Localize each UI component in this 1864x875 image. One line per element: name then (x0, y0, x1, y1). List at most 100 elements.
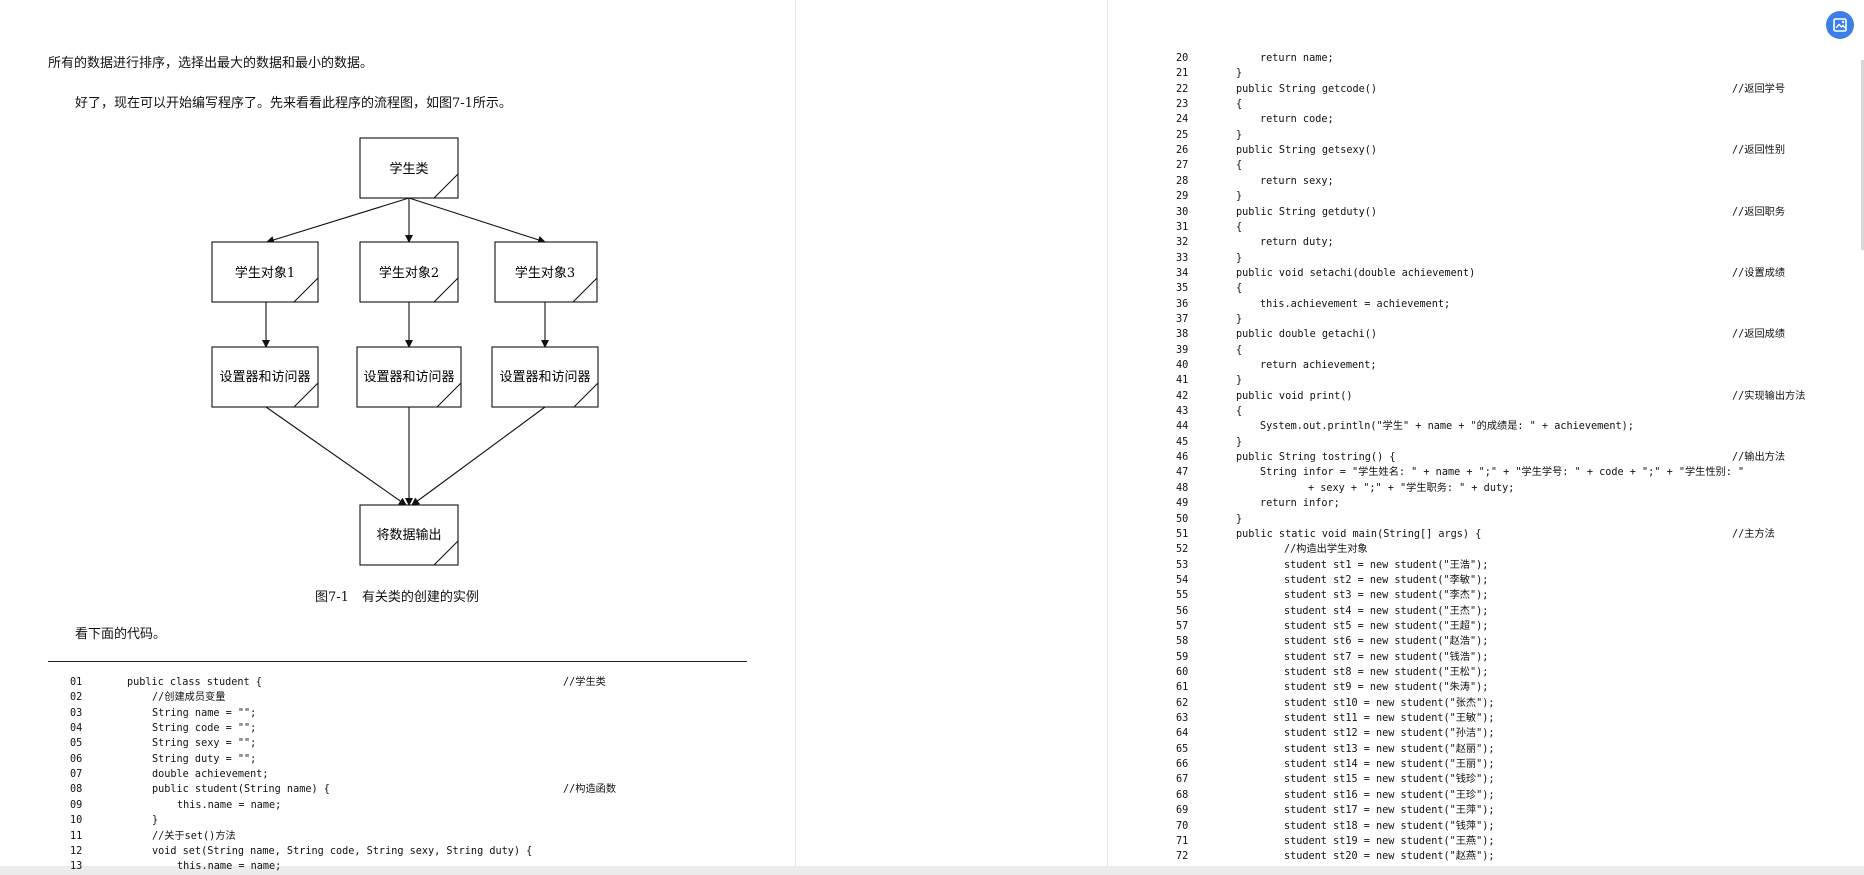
code-line: public String getsexy() (1236, 145, 1378, 157)
line-number: 10 (70, 815, 83, 827)
code-line: public student(String name) { (152, 784, 330, 796)
figure-caption: 图7-1 有关类的创建的实例 (315, 590, 479, 605)
box-label: 学生对象3 (515, 265, 575, 281)
line-number: 51 (1176, 528, 1189, 540)
code-line: student st11 = new student("王敏"); (1284, 713, 1495, 725)
line-number: 62 (1176, 697, 1189, 709)
left-page: 所有的数据进行排序，选择出最大的数据和最小的数据。 好了，现在可以开始编写程序了… (0, 0, 795, 872)
line-number: 46 (1176, 452, 1189, 464)
code-line: student st20 = new student("赵燕"); (1284, 851, 1495, 863)
code-line: String duty = ""; (152, 753, 257, 765)
line-number: 56 (1176, 605, 1189, 617)
flowchart: 学生类 学生对象1 学生对象2 学生对象3 设置器和访问器 设置器和访问器 (211, 137, 599, 566)
image-edit-button[interactable] (1826, 11, 1854, 39)
line-number: 60 (1176, 667, 1189, 678)
code-line: public void setachi(double achievement) (1236, 267, 1476, 279)
line-number: 41 (1176, 375, 1189, 387)
line-number: 24 (1176, 114, 1189, 126)
code-line: student st6 = new student("赵浩"); (1284, 636, 1489, 648)
line-number: 38 (1176, 329, 1189, 341)
code-divider (48, 661, 747, 662)
code-line: } (1236, 375, 1243, 387)
code-line: { (1236, 221, 1243, 233)
code-line: { (1236, 160, 1243, 172)
box-label: 学生类 (389, 161, 428, 177)
line-number: 54 (1176, 574, 1189, 586)
code-line: return duty; (1260, 237, 1334, 249)
code-line: { (1236, 283, 1243, 295)
line-number: 63 (1176, 713, 1189, 725)
line-number: 42 (1176, 390, 1189, 402)
line-number: 20 (1176, 53, 1189, 64)
code-comment: //返回成绩 (1732, 329, 1786, 341)
box-label: 设置器和访问器 (363, 370, 454, 385)
box-accessor-2: 设置器和访问器 (356, 346, 462, 408)
code-line: } (1236, 436, 1243, 448)
line-number: 01 (70, 677, 83, 688)
code-line: student st12 = new student("孙洁"); (1284, 728, 1495, 740)
code-comment: //主方法 (1732, 528, 1775, 540)
code-line: String infor = "学生姓名: " + name + ";" + "… (1260, 467, 1745, 479)
code-line: public class student { (127, 677, 262, 688)
line-number: 25 (1176, 129, 1189, 141)
line-number: 57 (1176, 620, 1189, 632)
line-number: 55 (1176, 590, 1189, 602)
line-number: 39 (1176, 344, 1189, 356)
code-line: //关于set()方法 (152, 830, 236, 842)
code-line: public double getachi() (1236, 329, 1378, 341)
line-number: 06 (70, 753, 83, 765)
line-number: 22 (1176, 83, 1189, 95)
line-number: 58 (1176, 636, 1189, 648)
line-number: 61 (1176, 682, 1189, 694)
box-label: 设置器和访问器 (219, 370, 310, 385)
code-comment: //返回学号 (1732, 83, 1786, 95)
line-number: 47 (1176, 467, 1189, 479)
line-number: 71 (1176, 835, 1189, 847)
line-number: 31 (1176, 221, 1189, 233)
box-accessor-1: 设置器和访问器 (211, 346, 319, 408)
line-number: 35 (1176, 283, 1189, 295)
line-number: 48 (1176, 482, 1189, 494)
box-output: 将数据输出 (359, 504, 459, 566)
code-line: student st18 = new student("钱萍"); (1284, 820, 1495, 832)
code-line: student st9 = new student("朱涛"); (1284, 682, 1489, 694)
line-number: 09 (70, 799, 83, 811)
scrollbar-track[interactable] (1861, 60, 1864, 250)
line-number: 66 (1176, 759, 1189, 771)
line-number: 03 (70, 707, 83, 719)
code-line: } (152, 815, 159, 827)
code-line: student st1 = new student("王浩"); (1284, 559, 1489, 571)
box-student-object-2: 学生对象2 (359, 241, 459, 303)
code-line: public String tostring() { (1236, 452, 1396, 464)
code-line: return infor; (1260, 498, 1340, 510)
line-number: 59 (1176, 651, 1189, 663)
code-line: } (1236, 68, 1243, 80)
code-line: student st10 = new student("张杰"); (1284, 697, 1495, 709)
code-line: String name = ""; (152, 707, 257, 719)
line-number: 11 (70, 830, 83, 842)
code-line: return achievement; (1260, 360, 1377, 371)
line-number: 44 (1176, 421, 1189, 433)
code-line: //构造出学生对象 (1284, 544, 1368, 556)
code-line: public String getduty() (1236, 206, 1378, 218)
code-line: return name; (1260, 53, 1334, 64)
code-line: student st7 = new student("钱浩"); (1284, 651, 1489, 663)
code-line: String code = ""; (152, 723, 257, 735)
line-number: 37 (1176, 313, 1189, 325)
box-label: 设置器和访问器 (499, 370, 590, 385)
code-comment: //设置成绩 (1732, 267, 1786, 279)
line-number: 68 (1176, 789, 1189, 801)
line-number: 52 (1176, 544, 1189, 556)
line-number: 34 (1176, 267, 1189, 279)
code-comment: //学生类 (563, 677, 606, 688)
line-number: 36 (1176, 298, 1189, 310)
code-line: public void print() (1236, 390, 1353, 402)
code-comment: //返回职务 (1732, 206, 1786, 218)
code-line: return code; (1260, 114, 1334, 126)
code-comment: //返回性别 (1732, 145, 1786, 157)
code-line: { (1236, 344, 1243, 356)
code-line: { (1236, 406, 1243, 418)
